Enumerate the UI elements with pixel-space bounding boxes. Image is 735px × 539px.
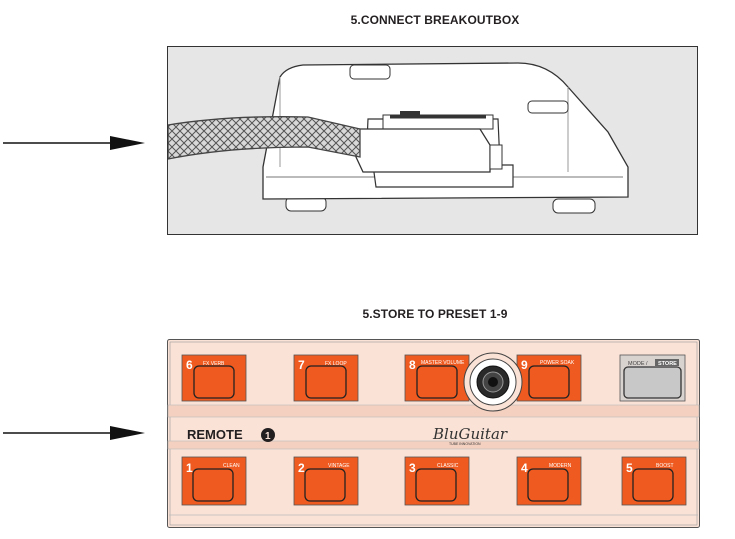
preset-switch-5[interactable]: 5 BOOST <box>621 456 687 506</box>
preset-switch-7[interactable]: 7 FX LOOP <box>293 354 359 402</box>
breakoutbox-illustration <box>167 46 698 235</box>
preset-switch-1[interactable]: 1 CLEAN <box>181 456 247 506</box>
brand-number-badge <box>261 428 275 442</box>
cable-jack-icon <box>463 352 523 412</box>
logo-subtext: TUBE INNOVATION <box>449 442 481 446</box>
switch-number: 9 <box>521 358 528 372</box>
mode-label: MODE / <box>628 361 648 367</box>
bluguitar-logo: BluGuitar <box>432 425 508 443</box>
switch-label: FX LOOP <box>325 361 347 367</box>
switch-label: MODERN <box>549 463 572 469</box>
switch-label: CLASSIC <box>437 463 459 469</box>
switch-number: 1 <box>186 461 193 475</box>
switch-number: 6 <box>186 358 193 372</box>
remote-pedal-illustration: 6 FX VERB 7 FX LOOP 8 MASTER VOLUME 9 PO… <box>167 339 700 528</box>
switch-label: VINTAGE <box>328 463 350 469</box>
preset-switch-4[interactable]: 4 MODERN <box>516 456 582 506</box>
preset-switch-6[interactable]: 6 FX VERB <box>181 354 247 402</box>
switch-number: 8 <box>409 358 416 372</box>
switch-label: BOOST <box>656 463 674 469</box>
switch-number: 2 <box>298 461 305 475</box>
section-title-connect: 5.CONNECT BREAKOUTBOX <box>350 13 520 27</box>
mode-store-switch[interactable]: MODE / STORE <box>619 354 686 402</box>
switch-number: 4 <box>521 461 528 475</box>
pointer-arrow-icon <box>3 426 145 440</box>
pointer-arrow-icon <box>3 136 145 150</box>
switch-label: CLEAN <box>223 463 240 469</box>
switch-label: MASTER VOLUME <box>421 360 465 366</box>
preset-switch-3[interactable]: 3 CLASSIC <box>404 456 470 506</box>
section-title-store: 5.STORE TO PRESET 1-9 <box>362 307 508 321</box>
switch-label: FX VERB <box>203 361 225 367</box>
switch-label: POWER SOAK <box>540 360 575 366</box>
store-tag: STORE <box>658 361 677 367</box>
preset-switch-8[interactable]: 8 MASTER VOLUME <box>404 354 470 402</box>
preset-switch-9[interactable]: 9 POWER SOAK <box>516 354 582 402</box>
switch-number: 7 <box>298 358 305 372</box>
switch-number: 5 <box>626 461 633 475</box>
switch-number: 3 <box>409 461 416 475</box>
brand-number: 1 <box>265 431 271 442</box>
preset-switch-2[interactable]: 2 VINTAGE <box>293 456 359 506</box>
brand-name: REMOTE <box>187 427 243 442</box>
